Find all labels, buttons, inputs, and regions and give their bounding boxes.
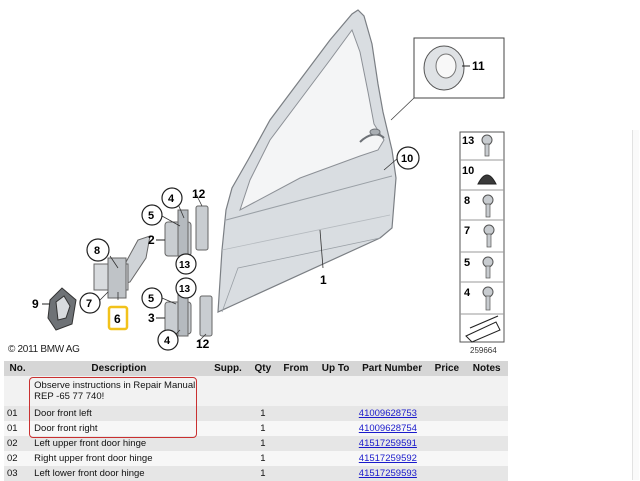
header-part-number: Part Number <box>355 361 429 376</box>
fastener-label-4: 4 <box>464 287 471 299</box>
callout-1: 1 <box>320 273 327 287</box>
row-description: Right upper front door hinge <box>31 451 207 466</box>
svg-text:4: 4 <box>164 335 171 347</box>
row-no: 02 <box>4 436 32 451</box>
part-number-link[interactable]: 41009628754 <box>358 423 417 434</box>
table-row: 01 Door front left 1 41009628753 <box>4 406 508 421</box>
row-no: 02 <box>4 451 32 466</box>
header-price: Price <box>428 361 466 376</box>
door-panel <box>217 9 397 313</box>
part-number-link[interactable]: 41517259591 <box>358 438 417 449</box>
page-scrollbar[interactable] <box>632 130 639 480</box>
table-header-row: No. Description Supp. Qty From Up To Par… <box>4 361 508 376</box>
svg-text:11: 11 <box>472 59 485 73</box>
svg-text:12: 12 <box>192 187 206 201</box>
svg-text:13: 13 <box>179 284 191 295</box>
copyright-notice: © 2011 BMW AG <box>8 344 80 355</box>
row-qty: 1 <box>249 451 277 466</box>
table-row: 03 Left lower front door hinge 1 4151725… <box>4 466 508 481</box>
svg-text:9: 9 <box>32 297 39 311</box>
table-row: 01 Door front right 1 41009628754 <box>4 421 508 436</box>
svg-text:5: 5 <box>148 293 154 305</box>
lower-hinge <box>156 289 213 337</box>
door-check-strap <box>93 235 151 299</box>
callout-4-upper: 4 <box>161 187 183 209</box>
row-qty: 1 <box>249 436 277 451</box>
fastener-label-7: 7 <box>464 225 470 237</box>
callout-6-highlighted[interactable]: 6 <box>107 305 129 331</box>
fastener-label-8: 8 <box>464 195 470 207</box>
header-no: No. <box>4 361 32 376</box>
row-description: Left lower front door hinge <box>31 466 207 481</box>
row-description: Door front left <box>31 406 207 421</box>
row-no: 01 <box>4 406 32 421</box>
row-qty: 1 <box>249 406 277 421</box>
parts-table: No. Description Supp. Qty From Up To Par… <box>4 361 508 481</box>
fastener-panel: 13 10 8 7 5 4 <box>459 131 505 343</box>
svg-text:7: 7 <box>86 298 92 310</box>
callout-4-lower: 4 <box>157 329 179 351</box>
row-description: Left upper front door hinge <box>31 436 207 451</box>
header-from: From <box>276 361 316 376</box>
callout-2: 2 <box>148 233 155 247</box>
svg-text:1: 1 <box>320 273 327 287</box>
callout-9: 9 <box>32 297 39 311</box>
table-row-note: Observe instructions in Repair Manual RE… <box>4 376 508 406</box>
fastener-label-5: 5 <box>464 257 470 269</box>
header-qty: Qty <box>249 361 277 376</box>
svg-text:13: 13 <box>179 260 191 271</box>
svg-text:10: 10 <box>401 153 413 165</box>
mounting-bracket <box>42 287 77 331</box>
header-notes: Notes <box>465 361 508 376</box>
part-number-link[interactable]: 41009628753 <box>358 408 417 419</box>
callout-13-lower: 13 <box>175 277 197 299</box>
callout-13-upper: 13 <box>175 253 197 275</box>
upper-hinge <box>156 205 209 257</box>
svg-text:3: 3 <box>148 311 155 325</box>
svg-text:4: 4 <box>168 193 175 205</box>
callout-8: 8 <box>86 238 110 262</box>
callout-12-upper: 12 <box>192 187 206 201</box>
svg-text:8: 8 <box>94 245 100 257</box>
diagram-number: 259664 <box>470 346 497 355</box>
callout-5-upper: 5 <box>141 204 163 226</box>
callout-10: 10 <box>396 146 420 170</box>
table-row: 02 Left upper front door hinge 1 4151725… <box>4 436 508 451</box>
part-number-link[interactable]: 41517259592 <box>358 453 417 464</box>
parts-diagram: 13 10 8 7 5 4 <box>32 9 505 351</box>
row-qty: 1 <box>249 421 277 436</box>
header-supp: Supp. <box>206 361 250 376</box>
row-description: Door front right <box>31 421 207 436</box>
fastener-label-13: 13 <box>462 135 474 147</box>
row-no: 01 <box>4 421 32 436</box>
repair-manual-note: Observe instructions in Repair Manual RE… <box>31 376 207 406</box>
callout-5-lower: 5 <box>141 287 163 309</box>
part-number-link[interactable]: 41517259593 <box>358 468 417 479</box>
header-upto: Up To <box>315 361 356 376</box>
callout-12-lower: 12 <box>196 337 210 351</box>
callout-11: 11 <box>472 59 485 73</box>
callout-3: 3 <box>148 311 155 325</box>
svg-text:5: 5 <box>148 210 154 222</box>
callout-7: 7 <box>79 292 101 314</box>
fastener-label-10: 10 <box>462 165 474 177</box>
svg-text:2: 2 <box>148 233 155 247</box>
row-no: 03 <box>4 466 32 481</box>
svg-text:6: 6 <box>114 312 121 326</box>
header-description: Description <box>31 361 207 376</box>
row-qty: 1 <box>249 466 277 481</box>
table-row: 02 Right upper front door hinge 1 415172… <box>4 451 508 466</box>
grommet-inset <box>390 37 505 121</box>
svg-text:12: 12 <box>196 337 210 351</box>
